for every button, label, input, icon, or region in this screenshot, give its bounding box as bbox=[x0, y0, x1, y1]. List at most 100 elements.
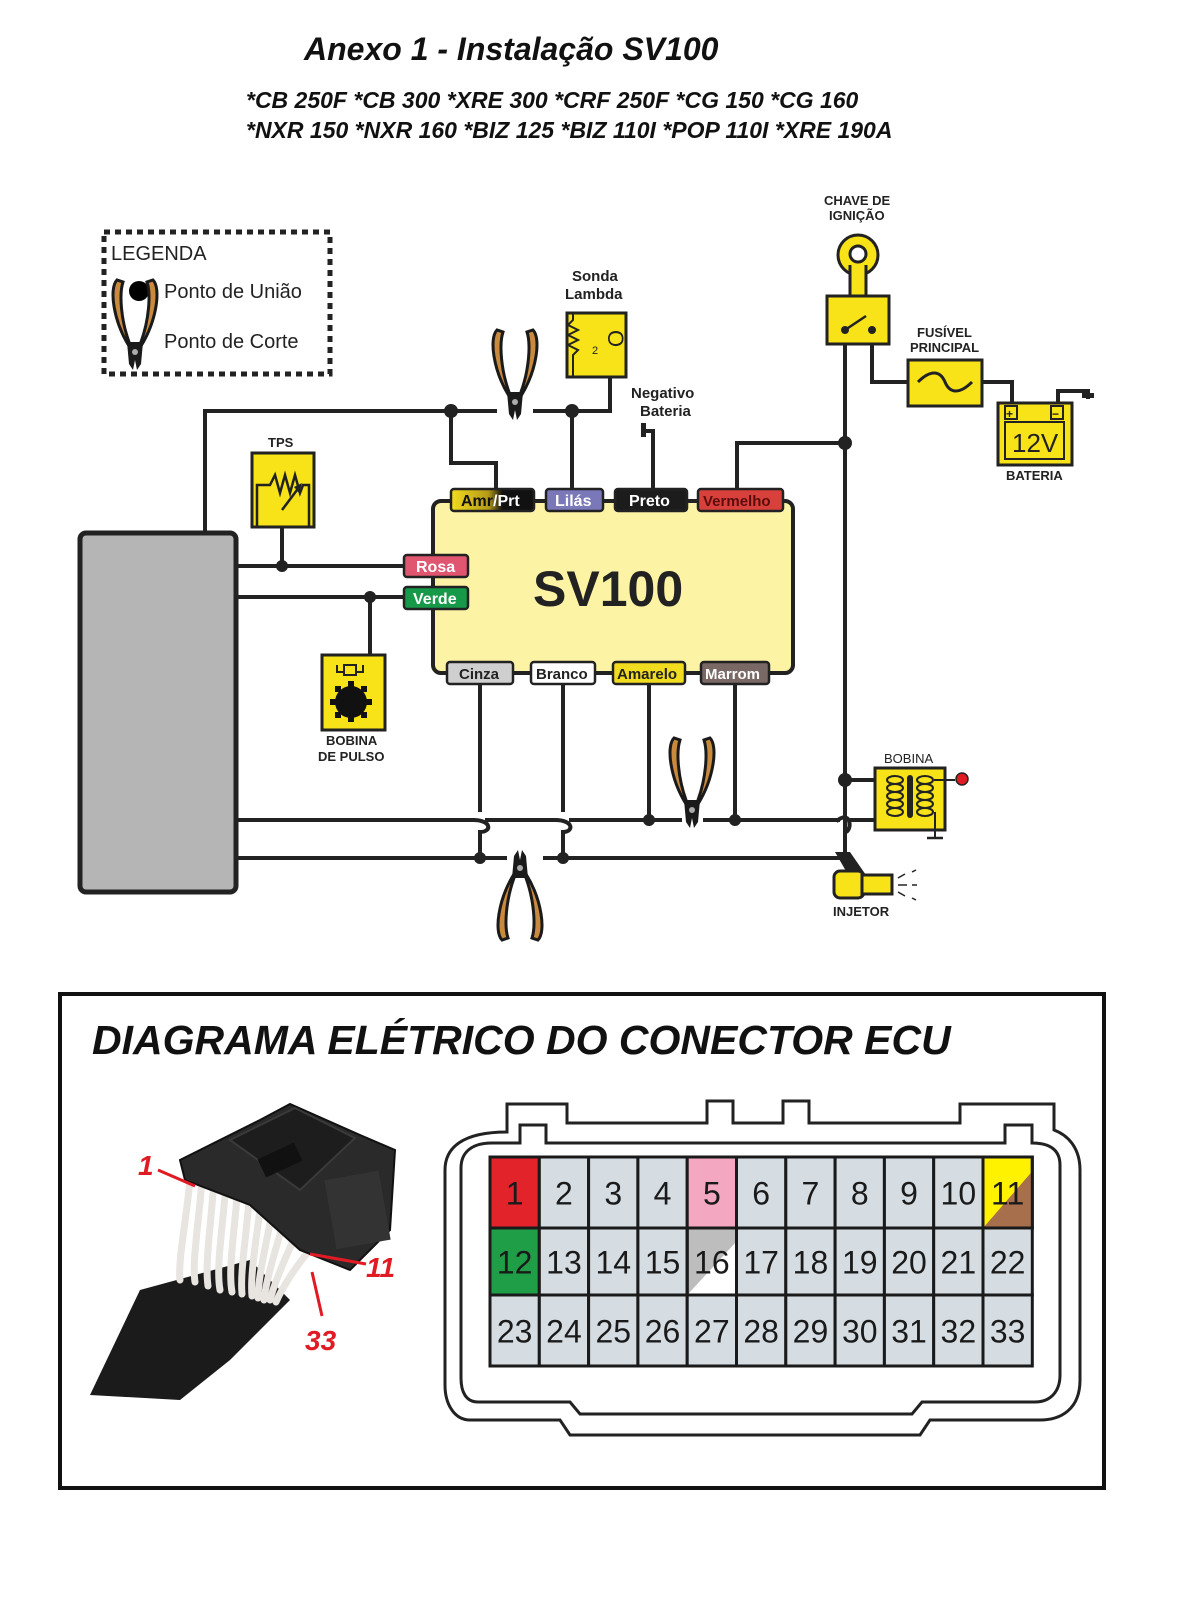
pin-number: 3 bbox=[604, 1176, 622, 1212]
pin-number: 2 bbox=[555, 1176, 573, 1212]
svg-text:Verde: Verde bbox=[413, 591, 457, 608]
gear-icon bbox=[335, 686, 367, 718]
fuse-label-2: PRINCIPAL bbox=[910, 340, 979, 355]
wire-tag-cinza: Cinza bbox=[445, 660, 515, 686]
pin-number: 20 bbox=[891, 1245, 927, 1281]
wire-tag-amarelo: Amarelo bbox=[611, 660, 687, 686]
pin-11: 11 bbox=[981, 1155, 1034, 1230]
pin-9: 9 bbox=[882, 1155, 936, 1230]
pin-21: 21 bbox=[932, 1226, 985, 1297]
pin-20: 20 bbox=[882, 1226, 936, 1297]
pin-number: 23 bbox=[497, 1314, 533, 1350]
cut-point-icon bbox=[496, 848, 544, 942]
fuse-label: FUSÍVEL bbox=[917, 325, 972, 340]
pin-18: 18 bbox=[784, 1226, 837, 1297]
pin-29: 29 bbox=[784, 1293, 837, 1368]
connector-photo: 1 11 33 bbox=[90, 1102, 397, 1400]
pin-6: 6 bbox=[735, 1155, 788, 1230]
pin-number: 10 bbox=[941, 1176, 977, 1212]
main-fuse: FUSÍVEL PRINCIPAL bbox=[906, 325, 984, 408]
pin-number: 28 bbox=[743, 1314, 779, 1350]
pin-number: 26 bbox=[645, 1314, 681, 1350]
pulse-coil-label: BOBINA bbox=[326, 733, 378, 748]
injector-label: INJETOR bbox=[833, 904, 890, 919]
photo-label-pin-33: 33 bbox=[305, 1325, 337, 1356]
module-name: SV100 bbox=[533, 561, 683, 617]
pulse-coil: BOBINA DE PULSO bbox=[318, 653, 387, 764]
legend-title: LEGENDA bbox=[111, 243, 207, 265]
pin-number: 5 bbox=[703, 1176, 721, 1212]
pin-10: 10 bbox=[932, 1155, 985, 1230]
page-title: Anexo 1 - Instalação SV100 bbox=[303, 31, 719, 67]
pin-7: 7 bbox=[784, 1155, 837, 1230]
pin-number: 19 bbox=[842, 1245, 878, 1281]
pin-14: 14 bbox=[587, 1226, 640, 1297]
pin-16: 16 bbox=[685, 1226, 739, 1297]
pin-number: 14 bbox=[595, 1245, 631, 1281]
legend-box: LEGENDA Ponto de União Ponto de Corte bbox=[101, 229, 333, 377]
pin-8: 8 bbox=[833, 1155, 886, 1230]
lambda-label-2: Lambda bbox=[565, 286, 623, 303]
pin-19: 19 bbox=[833, 1226, 886, 1297]
svg-text:Cinza: Cinza bbox=[459, 666, 500, 683]
pin-12: 12 bbox=[488, 1226, 541, 1297]
pin-24: 24 bbox=[537, 1293, 591, 1368]
pin-number: 16 bbox=[694, 1245, 730, 1281]
svg-text:Marrom: Marrom bbox=[705, 666, 760, 683]
models-line-2: *NXR 150 *NXR 160 *BIZ 125 *BIZ 110I *PO… bbox=[246, 117, 892, 143]
svg-text:Vermelho: Vermelho bbox=[703, 493, 771, 510]
wire-tag-verde: Verde bbox=[402, 585, 470, 611]
pin-number: 6 bbox=[752, 1176, 770, 1212]
pin-number: 25 bbox=[595, 1314, 631, 1350]
pin-32: 32 bbox=[932, 1293, 985, 1368]
pin-2: 2 bbox=[537, 1155, 591, 1230]
ignition-coil: BOBINA bbox=[873, 751, 969, 840]
pin-25: 25 bbox=[587, 1293, 640, 1368]
sv100-module: SV100 Amr/Prt Lilás Preto Vermelho Rosa … bbox=[402, 487, 795, 686]
pin-33: 33 bbox=[981, 1293, 1034, 1368]
pin-15: 15 bbox=[636, 1226, 689, 1297]
cut-point-icon bbox=[491, 328, 539, 422]
pin-number: 8 bbox=[851, 1176, 869, 1212]
pin-number: 27 bbox=[694, 1314, 730, 1350]
photo-label-pin-11: 11 bbox=[366, 1252, 395, 1283]
pin-13: 13 bbox=[537, 1226, 591, 1297]
wiring bbox=[203, 326, 1094, 878]
pin-number: 9 bbox=[900, 1176, 918, 1212]
negative-battery-label-2: Bateria bbox=[640, 403, 692, 420]
svg-text:Preto: Preto bbox=[629, 493, 670, 510]
pin-number: 29 bbox=[793, 1314, 829, 1350]
ignition-label-2: IGNIÇÃO bbox=[829, 208, 885, 223]
connector-frame bbox=[58, 992, 1106, 1490]
pin-number: 31 bbox=[891, 1314, 927, 1350]
pin-number: 24 bbox=[546, 1314, 582, 1350]
pin-23: 23 bbox=[488, 1293, 541, 1368]
legend-cut-point: Ponto de Corte bbox=[164, 331, 299, 353]
lambda-label: Sonda bbox=[572, 268, 618, 285]
battery: + − 12V BATERIA bbox=[996, 401, 1074, 483]
pin-number: 4 bbox=[654, 1176, 672, 1212]
o2-symbol: O bbox=[603, 330, 628, 347]
pin-30: 30 bbox=[833, 1293, 886, 1368]
pin-number: 13 bbox=[546, 1245, 582, 1281]
pin-31: 31 bbox=[882, 1293, 936, 1368]
pin-5: 5 bbox=[685, 1155, 739, 1230]
ignition-switch: CHAVE DE IGNIÇÃO bbox=[824, 193, 891, 346]
pin-22: 22 bbox=[981, 1226, 1034, 1297]
wire-tag-amr-prt: Amr/Prt bbox=[449, 487, 536, 513]
pin-number: 30 bbox=[842, 1314, 878, 1350]
wire-tag-lilas: Lilás bbox=[544, 487, 605, 513]
svg-text:Amarelo: Amarelo bbox=[617, 666, 677, 683]
svg-text:Branco: Branco bbox=[536, 666, 588, 683]
ignition-label: CHAVE DE bbox=[824, 193, 891, 208]
pin-number: 1 bbox=[506, 1176, 524, 1212]
connector-outline bbox=[443, 1099, 1082, 1437]
pin-27: 27 bbox=[685, 1293, 739, 1368]
pin-26: 26 bbox=[636, 1293, 689, 1368]
tps-sensor: TPS bbox=[250, 435, 316, 529]
pin-4: 4 bbox=[636, 1155, 689, 1230]
legend-join-point: Ponto de União bbox=[164, 281, 302, 303]
wire-tag-rosa: Rosa bbox=[402, 553, 470, 579]
